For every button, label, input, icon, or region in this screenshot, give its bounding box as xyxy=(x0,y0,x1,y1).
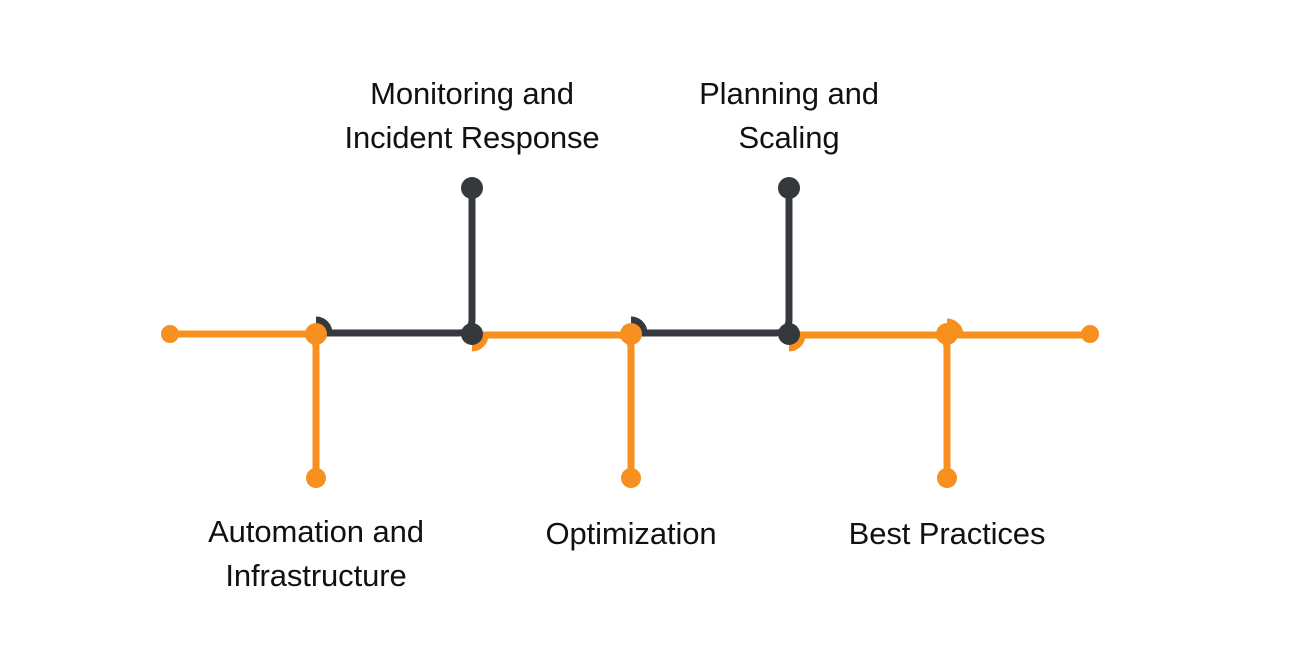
rail-elbow-j5-up-right xyxy=(946,318,1090,339)
rail-elbow-j1-down xyxy=(302,330,320,470)
branch-tip-dot-best-practices xyxy=(937,468,957,488)
junction-dot-j3[interactable] xyxy=(620,323,642,345)
rail-segment-j3-to-j4-dark xyxy=(630,316,776,337)
junction-dot-j5[interactable] xyxy=(936,323,958,345)
rail-elbow-j4-up-right xyxy=(788,331,934,352)
rail-segment-j1-to-j2-dark xyxy=(315,316,459,337)
label-planning-scaling: Planning and Scaling xyxy=(699,76,879,155)
rail-end-dot xyxy=(1081,325,1099,343)
label-optimization: Optimization xyxy=(545,516,717,551)
branch-tip-dot-monitoring xyxy=(461,177,483,199)
label-best-practices: Best Practices xyxy=(848,516,1046,551)
junction-dot-j4[interactable] xyxy=(778,323,800,345)
branch-tip-dot-optimization xyxy=(621,468,641,488)
branch-tip-dot-automation xyxy=(306,468,326,488)
rail-elbow-j2-up-dark xyxy=(458,196,476,337)
branch-tip-dot-planning xyxy=(778,177,800,199)
junction-dot-j2[interactable] xyxy=(461,323,483,345)
rail-elbow-j5-down xyxy=(933,331,951,470)
rail-start-dot xyxy=(161,325,179,343)
rail-elbow-j4-up-dark xyxy=(775,196,793,337)
rail-elbow-j3-down xyxy=(617,331,635,470)
rail-elbow-j2-up-right xyxy=(471,331,618,352)
label-automation-infrastructure: Automation and Infrastructure xyxy=(208,514,424,593)
junction-dot-j1[interactable] xyxy=(305,323,327,345)
label-monitoring-incident-response: Monitoring and Incident Response xyxy=(344,76,600,155)
